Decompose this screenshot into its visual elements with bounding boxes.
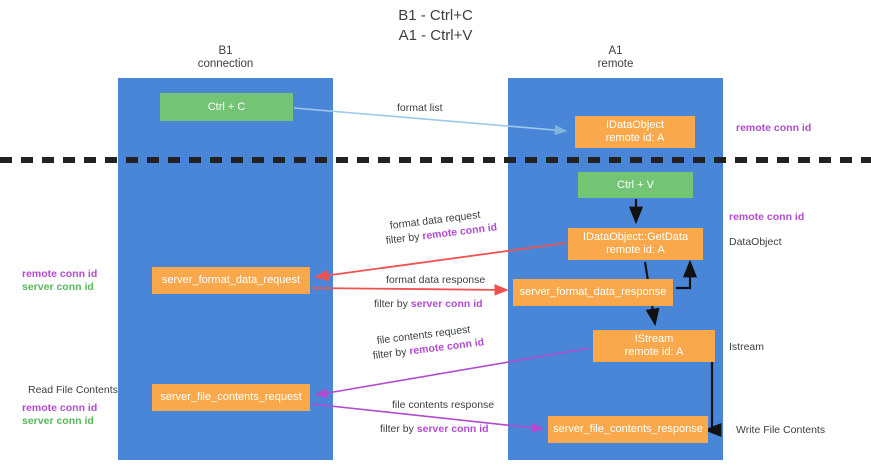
filter-prefix: filter by [372, 345, 411, 362]
edge-format-data-response [311, 284, 509, 296]
edge-label-format-data-response-filter: filter by server conn id [374, 297, 483, 311]
lane-header-b1: B1 connection [197, 45, 254, 70]
filter-prefix: filter by [385, 230, 424, 247]
node-server-format-data-request[interactable]: server_format_data_request [152, 267, 310, 294]
annotation-istream: Istream [729, 341, 765, 353]
node-server-format-data-response[interactable]: server_format_data_response [513, 279, 673, 306]
node-idataobject-getdata[interactable]: IDataObject::GetData remote id: A [568, 228, 703, 260]
annotation-dataobject: DataObject [729, 236, 782, 248]
filter-prefix: filter by [380, 423, 417, 435]
node-idataobject[interactable]: IDataObject remote id: A [575, 116, 695, 148]
lane-header-a1: A1 remote [597, 45, 634, 70]
annotation-remote-conn-id-top: remote conn id [736, 122, 812, 134]
edge-label-format-list: format list [397, 102, 443, 114]
node-server-file-contents-request[interactable]: server_file_contents_request [152, 384, 310, 411]
edge-label-format-data-response: format data response [386, 274, 486, 286]
node-istream[interactable]: IStream remote id: A [593, 330, 715, 362]
filter-key: server conn id [416, 423, 489, 435]
annotation-read-file-contents: Read File Contents [28, 384, 118, 396]
filter-key: server conn id [410, 298, 483, 310]
node-ctrl-c[interactable]: Ctrl + C [160, 93, 293, 121]
annotation-left-server-conn-id-2: server conn id [22, 415, 94, 427]
edge-label-file-contents-response-filter: filter by server conn id [380, 422, 489, 436]
annotation-write-file-contents: Write File Contents [736, 424, 826, 436]
annotation-remote-conn-id-mid: remote conn id [729, 211, 805, 223]
edge-label-file-contents-response: file contents response [392, 399, 495, 411]
annotation-left-remote-conn-id-1: remote conn id [22, 268, 98, 280]
node-server-file-contents-response[interactable]: server_file_contents_response [548, 416, 708, 443]
annotation-left-server-conn-id-1: server conn id [22, 281, 94, 293]
filter-prefix: filter by [374, 298, 411, 310]
annotation-left-remote-conn-id-2: remote conn id [22, 402, 98, 414]
node-ctrl-v[interactable]: Ctrl + V [578, 172, 693, 198]
diagram-title: B1 - Ctrl+C A1 - Ctrl+V [398, 7, 473, 44]
